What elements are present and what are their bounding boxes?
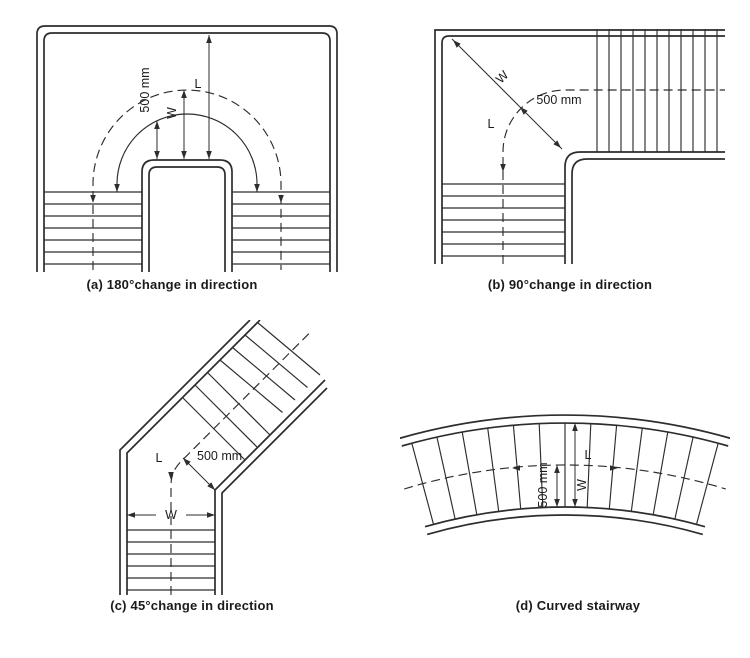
label-500mm: 500 mm bbox=[138, 67, 152, 112]
dimension-l: L bbox=[195, 35, 212, 159]
walking-line bbox=[404, 464, 726, 490]
dimension-l: L bbox=[512, 448, 618, 471]
dimension-l: L bbox=[488, 117, 495, 131]
walking-line-arrow-left bbox=[90, 195, 96, 203]
walking-line-arrow bbox=[500, 164, 506, 172]
label-500mm: 500 mm bbox=[536, 462, 550, 507]
caption-a: (a) 180°change in direction bbox=[86, 277, 258, 292]
label-w: W bbox=[575, 479, 589, 491]
walking-line bbox=[168, 331, 312, 595]
label-500mm: 500 mm bbox=[536, 93, 581, 107]
caption-c: (c) 45°change in direction bbox=[110, 598, 274, 613]
walking-line bbox=[90, 89, 284, 270]
walking-line-arrow-right bbox=[278, 195, 284, 203]
right-wall bbox=[214, 379, 328, 595]
label-w: W bbox=[493, 68, 511, 86]
treads bbox=[44, 191, 330, 265]
label-l: L bbox=[488, 117, 495, 131]
dimension-w: W bbox=[165, 90, 187, 159]
treads bbox=[442, 29, 718, 257]
panel-b-90-turn: W 500 mm L bbox=[434, 29, 725, 264]
label-500mm: 500 mm bbox=[197, 449, 242, 463]
walking-line-arrow bbox=[168, 472, 174, 480]
dimension-w: W bbox=[572, 423, 589, 507]
outer-wall bbox=[36, 25, 338, 272]
inner-path-arc bbox=[114, 113, 260, 192]
outer-wall bbox=[434, 29, 725, 264]
treads bbox=[411, 423, 719, 525]
dimension-500mm: 500 mm bbox=[182, 449, 242, 491]
dimension-w: W bbox=[127, 508, 215, 522]
walking-line-arrow-left bbox=[512, 465, 520, 471]
label-w: W bbox=[165, 508, 177, 522]
label-l: L bbox=[195, 77, 202, 91]
dimension-500mm: 500 mm bbox=[520, 93, 582, 115]
dimension-l: L bbox=[156, 451, 163, 465]
newel-wall bbox=[141, 159, 233, 272]
walking-line-arrow-right bbox=[610, 465, 618, 471]
panel-d-curved-stairway: L 500 mm W bbox=[400, 414, 730, 536]
dimension-500mm: 500 mm bbox=[536, 462, 560, 508]
label-l: L bbox=[156, 451, 163, 465]
label-l: L bbox=[585, 448, 592, 462]
left-wall bbox=[119, 320, 261, 595]
inner-wall bbox=[424, 506, 706, 536]
panel-a-180-turn: 500 mm W L bbox=[36, 25, 338, 272]
dimension-500mm: 500 mm bbox=[138, 67, 160, 159]
caption-d: (d) Curved stairway bbox=[515, 598, 641, 613]
panel-c-45-turn: 500 mm L W bbox=[119, 320, 328, 595]
inner-corner-wall bbox=[564, 151, 725, 264]
caption-b: (b) 90°change in direction bbox=[487, 277, 653, 292]
label-w: W bbox=[165, 107, 179, 119]
walking-line bbox=[500, 89, 725, 264]
